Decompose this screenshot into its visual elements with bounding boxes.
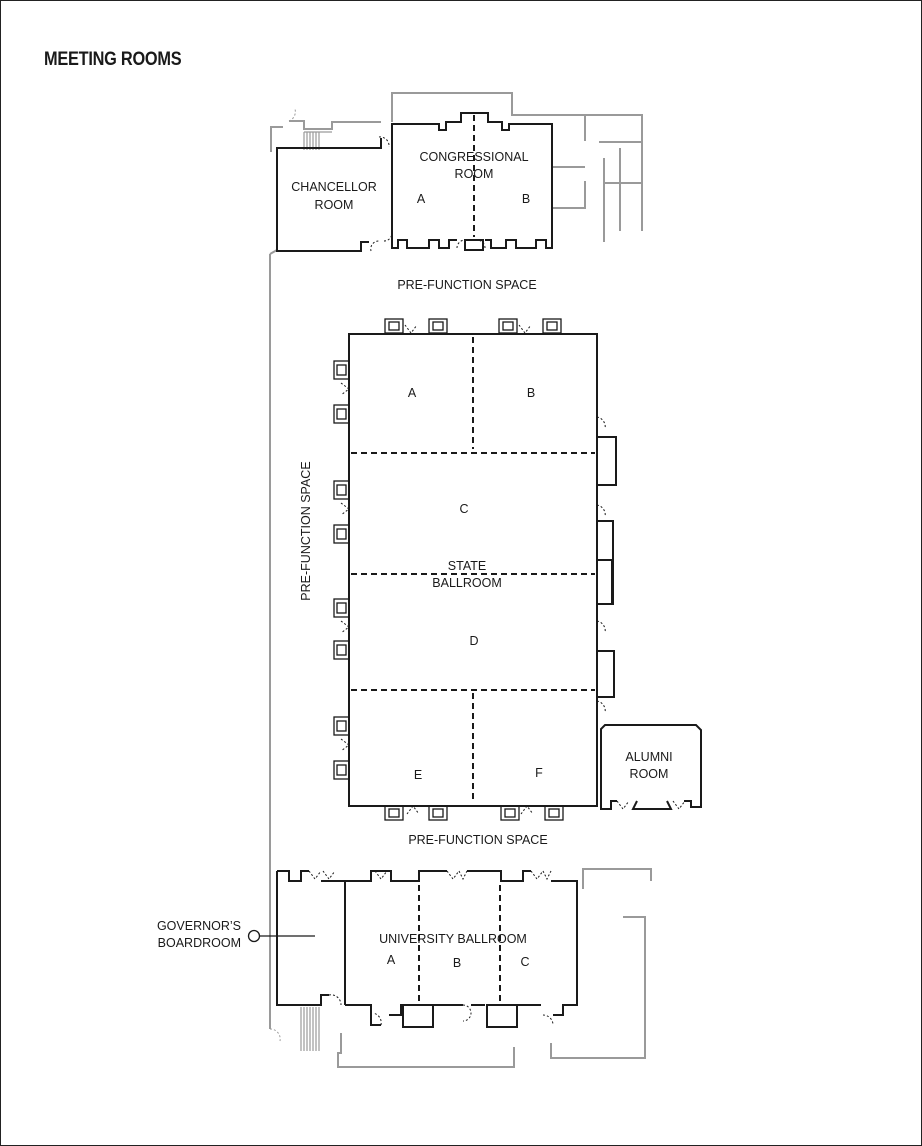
- prefunction-space-side-label: PRE-FUNCTION SPACE: [299, 461, 313, 600]
- governors-boardroom-label-line2: BOARDROOM: [158, 936, 241, 950]
- page-title: MEETING ROOMS: [44, 49, 182, 70]
- state-section-e-label: E: [414, 768, 422, 782]
- congressional-room-label-line1: CONGRESSIONAL: [419, 150, 528, 164]
- prefunction-space-top-label: PRE-FUNCTION SPACE: [397, 278, 536, 292]
- state-ballroom[interactable]: A B C STATE BALLROOM D E F: [333, 318, 617, 821]
- congressional-room[interactable]: CONGRESSIONAL ROOM A B: [383, 112, 553, 251]
- state-ballroom-bottom-closets: [384, 805, 564, 821]
- university-section-a-label: A: [387, 953, 396, 967]
- state-ballroom-left-closets: [333, 360, 350, 780]
- governors-boardroom-marker: [247, 929, 261, 943]
- university-section-c-label: C: [520, 955, 529, 969]
- state-section-f-label: F: [535, 766, 543, 780]
- state-ballroom-label-line2: BALLROOM: [432, 576, 501, 590]
- governors-boardroom[interactable]: GOVERNOR’S BOARDROOM: [157, 870, 346, 1006]
- governors-boardroom-label-line1: GOVERNOR’S: [157, 919, 241, 933]
- congressional-section-a-label: A: [417, 192, 426, 206]
- state-ballroom-label-line1: STATE: [448, 559, 486, 573]
- state-ballroom-right-closets: [596, 416, 617, 714]
- prefunction-space-bottom-label: PRE-FUNCTION SPACE: [408, 833, 547, 847]
- congressional-room-label-line2: ROOM: [455, 167, 494, 181]
- state-section-b-label: B: [527, 386, 535, 400]
- university-section-b-label: B: [453, 956, 461, 970]
- state-section-c-label: C: [459, 502, 468, 516]
- state-section-a-label: A: [408, 386, 417, 400]
- state-ballroom-top-closets: [384, 318, 562, 334]
- chancellor-room-label-line1: CHANCELLOR: [291, 180, 376, 194]
- congressional-section-b-label: B: [522, 192, 530, 206]
- surrounding-building-outline: [269, 92, 652, 1068]
- alumni-room[interactable]: ALUMNI ROOM: [600, 724, 702, 810]
- alumni-room-label-line2: ROOM: [630, 767, 669, 781]
- alumni-room-label-line1: ALUMNI: [625, 750, 672, 764]
- chancellor-room-label-line2: ROOM: [315, 198, 354, 212]
- university-ballroom[interactable]: UNIVERSITY BALLROOM A B C: [321, 870, 578, 1028]
- stairs-bottom: [300, 1007, 320, 1051]
- state-section-d-label: D: [469, 634, 478, 648]
- university-ballroom-label: UNIVERSITY BALLROOM: [379, 932, 527, 946]
- chancellor-room[interactable]: CHANCELLOR ROOM: [276, 136, 390, 252]
